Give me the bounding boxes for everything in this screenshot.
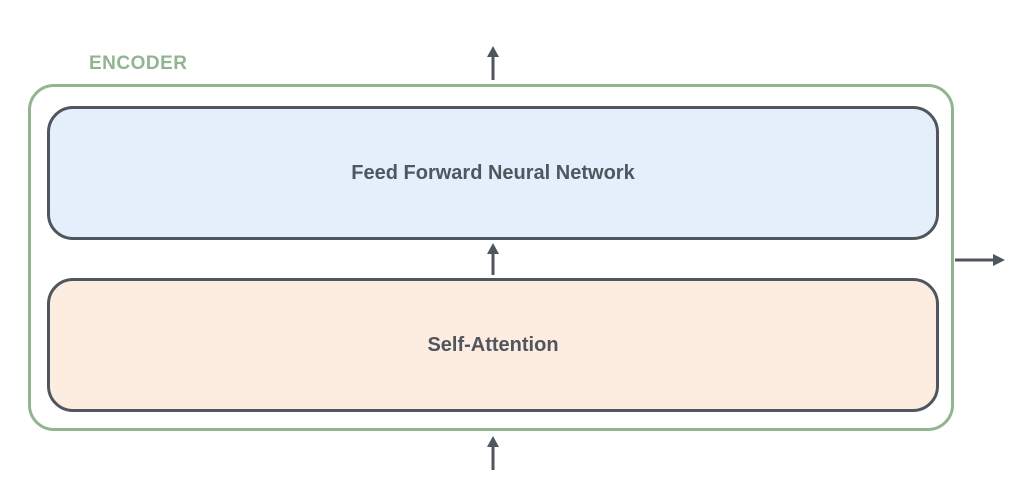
feed-forward-label: Feed Forward Neural Network (351, 161, 635, 184)
self-attention-layer: Self-Attention (47, 278, 939, 412)
input-up-arrow-icon (487, 436, 499, 470)
encoder-block (28, 84, 954, 431)
self-attention-label: Self-Attention (427, 333, 559, 356)
encoder-label: ENCODER (89, 53, 188, 74)
output-up-arrow-icon (487, 46, 499, 80)
feed-forward-layer: Feed Forward Neural Network (47, 106, 939, 240)
output-right-arrow-icon (955, 254, 1005, 266)
internal-up-arrow-icon (487, 243, 499, 275)
